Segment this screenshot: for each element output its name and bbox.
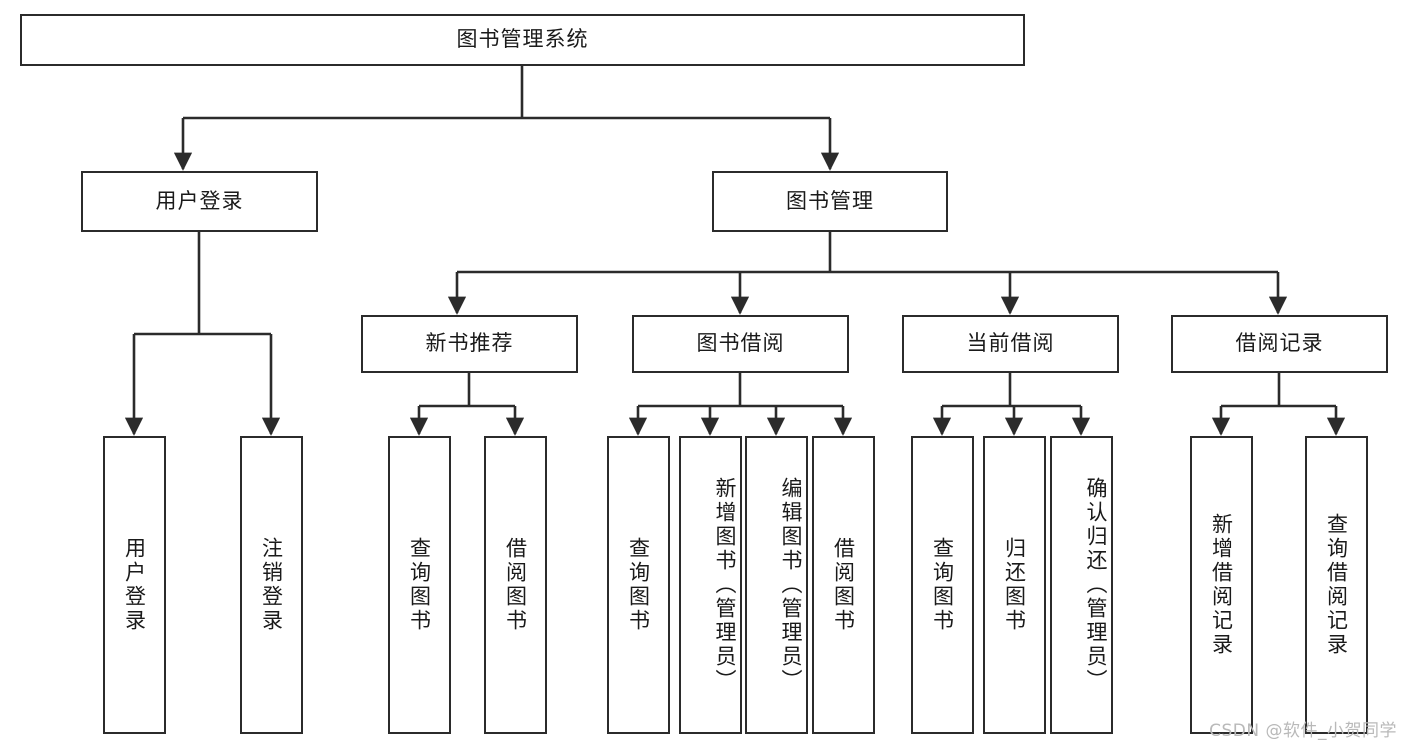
node-book-manage[interactable]: 图书管理	[712, 171, 948, 232]
node-leaf-edit-book-admin-label: 编辑图书（管理员）	[779, 477, 803, 693]
node-leaf-borrow-book-1[interactable]: 借阅图书	[484, 436, 547, 734]
node-leaf-add-book-admin[interactable]: 新增图书（管理员）	[679, 436, 742, 734]
node-borrow-record-label: 借阅记录	[1235, 331, 1324, 356]
node-leaf-query-book-1-label: 查询图书	[407, 537, 432, 633]
node-leaf-query-book-3-label: 查询图书	[930, 537, 955, 633]
node-leaf-query-book-3[interactable]: 查询图书	[911, 436, 974, 734]
node-root[interactable]: 图书管理系统	[20, 14, 1025, 66]
node-leaf-user-login[interactable]: 用户登录	[103, 436, 166, 734]
node-leaf-borrow-book-1-label: 借阅图书	[503, 537, 528, 633]
node-leaf-query-borrow-record-label: 查询借阅记录	[1324, 513, 1349, 657]
node-leaf-query-book-2[interactable]: 查询图书	[607, 436, 670, 734]
node-leaf-query-book-2-label: 查询图书	[626, 537, 651, 633]
node-leaf-confirm-return-admin[interactable]: 确认归还（管理员）	[1050, 436, 1113, 734]
node-leaf-confirm-return-admin-label: 确认归还（管理员）	[1084, 477, 1108, 693]
node-current-borrow-label: 当前借阅	[966, 331, 1055, 356]
node-borrow-record[interactable]: 借阅记录	[1171, 315, 1388, 373]
node-leaf-user-login-label: 用户登录	[122, 537, 147, 633]
node-leaf-query-book-1[interactable]: 查询图书	[388, 436, 451, 734]
node-book-manage-label: 图书管理	[786, 188, 874, 213]
node-leaf-return-book[interactable]: 归还图书	[983, 436, 1046, 734]
node-leaf-add-borrow-record[interactable]: 新增借阅记录	[1190, 436, 1253, 734]
node-leaf-borrow-book-2[interactable]: 借阅图书	[812, 436, 875, 734]
node-new-book-recommend-label: 新书推荐	[425, 331, 514, 356]
watermark: CSDN @软件_小贺同学	[1209, 721, 1397, 741]
node-leaf-add-book-admin-label: 新增图书（管理员）	[713, 477, 737, 693]
node-leaf-logout-label: 注销登录	[259, 537, 284, 633]
node-user-login-label: 用户登录	[155, 188, 244, 213]
node-current-borrow[interactable]: 当前借阅	[902, 315, 1119, 373]
node-leaf-borrow-book-2-label: 借阅图书	[831, 537, 856, 633]
node-user-login[interactable]: 用户登录	[81, 171, 318, 232]
node-root-label: 图书管理系统	[456, 27, 589, 52]
node-leaf-query-borrow-record[interactable]: 查询借阅记录	[1305, 436, 1368, 734]
node-leaf-return-book-label: 归还图书	[1002, 537, 1027, 633]
node-book-borrow-label: 图书借阅	[696, 331, 785, 356]
node-leaf-add-borrow-record-label: 新增借阅记录	[1209, 513, 1234, 657]
node-new-book-recommend[interactable]: 新书推荐	[361, 315, 578, 373]
node-leaf-edit-book-admin[interactable]: 编辑图书（管理员）	[745, 436, 808, 734]
node-book-borrow[interactable]: 图书借阅	[632, 315, 849, 373]
node-leaf-logout[interactable]: 注销登录	[240, 436, 303, 734]
